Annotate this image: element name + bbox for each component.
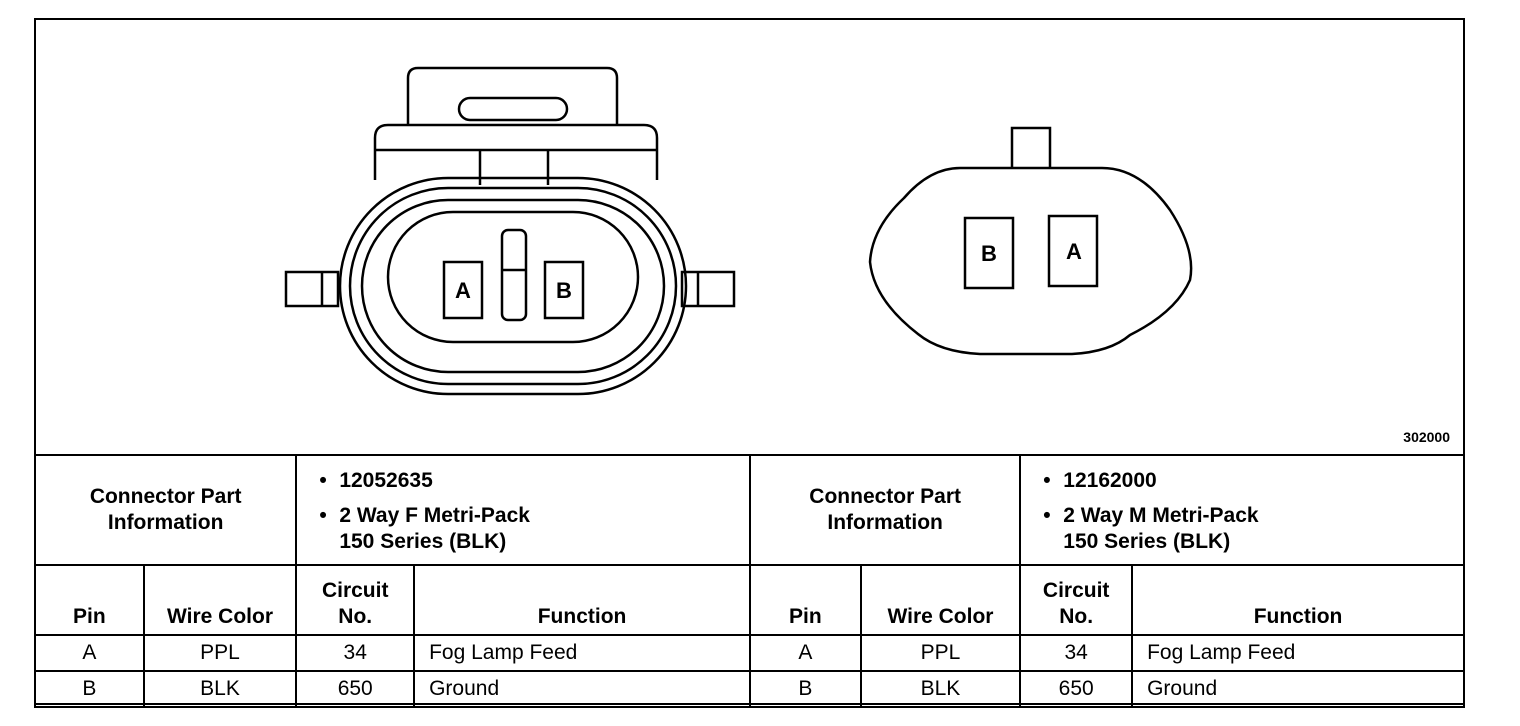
table-row: A PPL 34 Fog Lamp Feed [749, 634, 1465, 672]
wire-color-cell: BLK [859, 670, 1022, 708]
circuit-cell: 650 [1019, 670, 1134, 708]
figure-id: 302000 [1403, 429, 1450, 445]
right-pin-label-b: B [981, 241, 997, 266]
circuit-cell: 34 [295, 634, 416, 672]
function-cell: Ground [413, 670, 751, 708]
circuit-cell: 34 [1019, 634, 1134, 672]
left-pin-label-a: A [455, 278, 471, 303]
right-pin-label-a: A [1066, 239, 1082, 264]
description-line1: 2 Way M Metri-Pack [1063, 504, 1259, 527]
wire-color-header: Wire Color [142, 564, 298, 636]
description-line2: 150 Series (BLK) [1063, 530, 1231, 553]
wire-color-cell: PPL [859, 634, 1022, 672]
wire-color-header: Wire Color [859, 564, 1022, 636]
right-connector-table: Connector Part Information 12162000 2 Wa… [748, 454, 1465, 708]
description-line1: 2 Way F Metri-Pack [339, 504, 530, 527]
pin-header: Pin [34, 564, 145, 636]
connector-diagram: A B B A [284, 66, 1193, 396]
part-description: 2 Way M Metri-Pack 150 Series (BLK) [1043, 503, 1463, 555]
table-row: A PPL 34 Fog Lamp Feed [34, 634, 751, 672]
part-info-row: Connector Part Information 12052635 2 Wa… [33, 454, 751, 566]
part-info-detail: 12052635 2 Way F Metri-Pack 150 Series (… [295, 454, 751, 566]
pin-labels: A B B A [455, 239, 1082, 303]
part-number: 12162000 [1043, 468, 1463, 494]
pin-header: Pin [749, 564, 862, 636]
part-info-label: Connector Part Information [33, 454, 298, 566]
function-cell: Fog Lamp Feed [1131, 634, 1465, 672]
part-info-detail: 12162000 2 Way M Metri-Pack 150 Series (… [1019, 454, 1465, 566]
left-pin-label-b: B [556, 278, 572, 303]
part-info-label: Connector Part Information [748, 454, 1022, 566]
wire-color-cell: BLK [142, 670, 298, 708]
description-line2: 150 Series (BLK) [339, 530, 507, 553]
pin-cell: B [749, 670, 862, 708]
part-info-row: Connector Part Information 12162000 2 Wa… [748, 454, 1465, 566]
circuit-header-line1: Circuit [1042, 579, 1110, 602]
part-number: 12052635 [319, 468, 749, 494]
pin-cell: B [34, 670, 145, 708]
pin-cell: A [749, 634, 862, 672]
function-cell: Ground [1131, 670, 1465, 708]
circuit-header-line1: Circuit [321, 579, 389, 602]
circuit-cell: 650 [295, 670, 416, 708]
table-row: B BLK 650 Ground [34, 670, 751, 708]
left-connector-table: Connector Part Information 12052635 2 Wa… [33, 454, 751, 708]
wire-color-cell: PPL [142, 634, 298, 672]
pin-cell: A [34, 634, 145, 672]
circuit-header-line2: No. [1059, 605, 1094, 628]
function-header: Function [413, 564, 751, 636]
circuit-header-line2: No. [338, 605, 373, 628]
function-header: Function [1131, 564, 1465, 636]
male-connector-drawing [868, 126, 1193, 356]
female-connector-drawing [284, 66, 736, 396]
part-description: 2 Way F Metri-Pack 150 Series (BLK) [319, 503, 749, 555]
function-cell: Fog Lamp Feed [413, 634, 751, 672]
table-row: B BLK 650 Ground [749, 670, 1465, 708]
